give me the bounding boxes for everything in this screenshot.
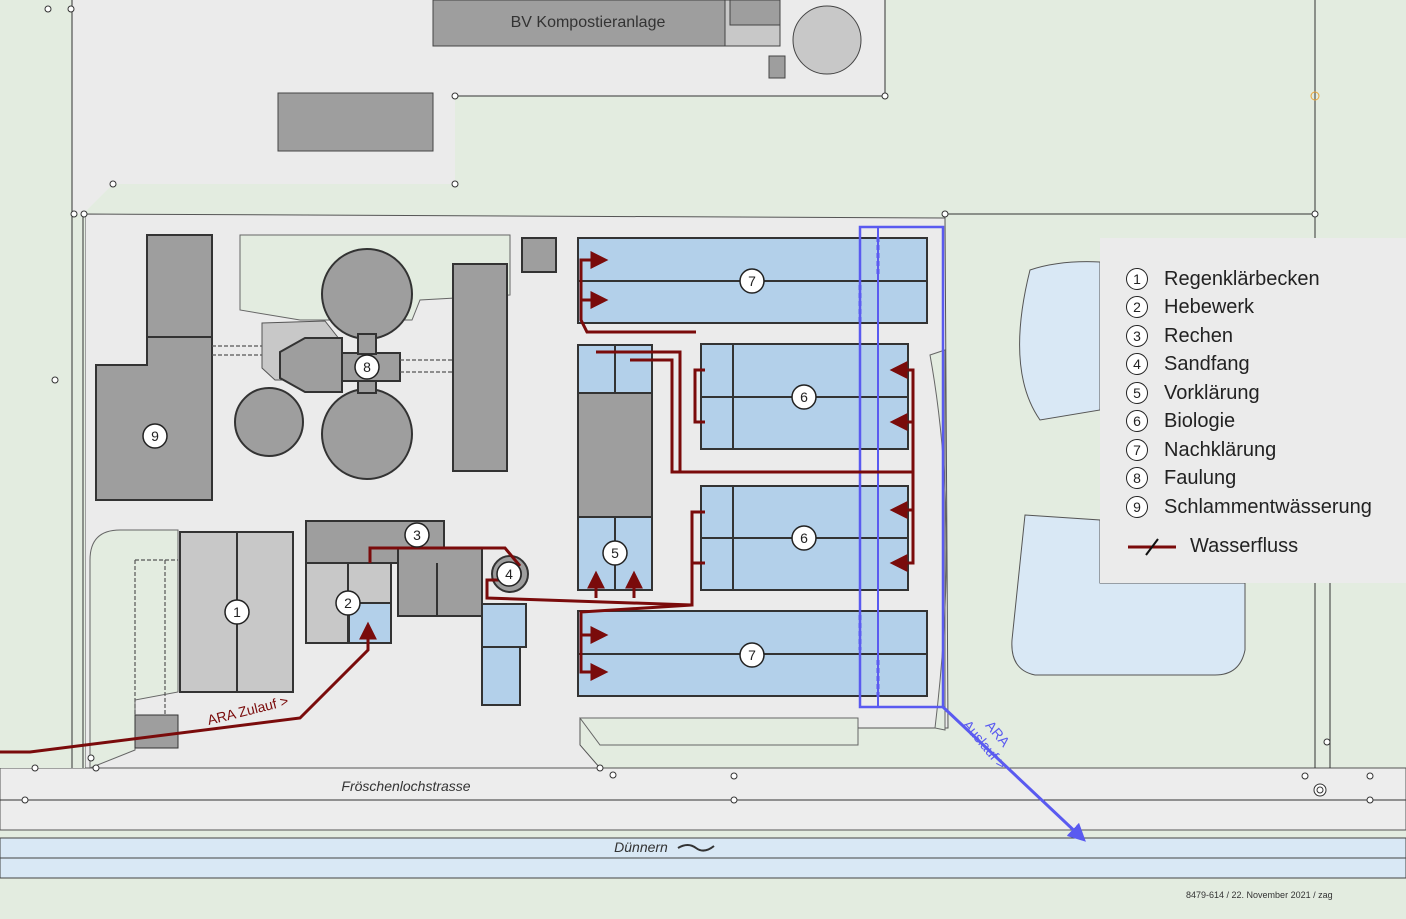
legend-item: 6 Biologie: [1126, 408, 1235, 434]
marker-5: 5: [602, 540, 628, 566]
legend-label: Nachklärung: [1164, 438, 1277, 461]
marker-6: 6: [791, 384, 817, 410]
marker-6: 6: [791, 525, 817, 551]
marker-7: 7: [739, 642, 765, 668]
marker-number: 7: [748, 273, 756, 289]
legend-flow-label: Wasserfluss: [1190, 535, 1299, 557]
legend-label: Rechen: [1164, 324, 1233, 347]
marker-number: 2: [344, 595, 352, 611]
legend-item: 3 Rechen: [1126, 323, 1233, 349]
marker-9: 9: [142, 423, 168, 449]
legend-label: Hebewerk: [1164, 295, 1255, 318]
marker-number: 5: [611, 545, 619, 561]
legend-number: 1: [1126, 268, 1148, 290]
process-flow: [0, 251, 915, 754]
marker-number: 8: [363, 359, 371, 375]
river-label: Dünnern: [614, 839, 668, 855]
legend-number: 3: [1126, 325, 1148, 347]
marker-8: 8: [354, 354, 380, 380]
marker-number: 6: [800, 389, 808, 405]
legend-item: 8 Faulung: [1126, 465, 1236, 491]
legend-number: 9: [1126, 496, 1148, 518]
legend-label: Regenklärbecken: [1164, 267, 1320, 290]
survey-points: [21, 5, 1374, 804]
legend-item: 4 Sandfang: [1126, 351, 1250, 377]
pond-upper: [1019, 261, 1101, 421]
sludge-dewatering-building: [95, 234, 213, 501]
compost-building: [432, 0, 726, 47]
marker-2: 2: [335, 590, 361, 616]
river-flow-icon: [677, 844, 715, 852]
legend-number: 4: [1126, 353, 1148, 375]
legend-label: Vorklärung: [1164, 381, 1260, 404]
legend-number: 5: [1126, 382, 1148, 404]
marker-number: 9: [151, 428, 159, 444]
legend-item: 7 Nachklärung: [1126, 437, 1276, 463]
pond-lower: [1011, 514, 1246, 676]
marker-number: 7: [748, 647, 756, 663]
legend-number: 6: [1126, 410, 1148, 432]
marker-7: 7: [739, 268, 765, 294]
legend-label: Faulung: [1164, 466, 1237, 489]
legend-number: 2: [1126, 296, 1148, 318]
legend-item: 1 Regenklärbecken: [1126, 266, 1320, 292]
legend-item: 2 Hebewerk: [1126, 294, 1254, 320]
marker-1: 1: [224, 599, 250, 625]
digester-group: [234, 237, 557, 480]
legend-panel: 1 Regenklärbecken 2 Hebewerk 3 Rechen 4 Sand…: [1100, 238, 1406, 583]
legend-flow-item: Wasserfluss: [1128, 535, 1298, 558]
legend-number: 8: [1126, 467, 1148, 489]
marker-number: 1: [233, 604, 241, 620]
number-markers: 9 8 1 2 3 4 5 6 6 7 7: [142, 268, 817, 668]
legend-item: 5 Vorklärung: [1126, 380, 1260, 406]
footer-note: 8479-614 / 22. November 2021 / zag: [1186, 890, 1333, 900]
compost-hall: [277, 92, 434, 152]
marker-number: 6: [800, 530, 808, 546]
pipe-connectors: [134, 345, 453, 715]
legend-label: Sandfang: [1164, 352, 1250, 375]
flow-line-icon: [1128, 537, 1176, 556]
street-label: Fröschenlochstrasse: [341, 778, 470, 794]
marker-4: 4: [496, 561, 522, 587]
legend-item: 9 Schlammentwässerung: [1126, 494, 1372, 520]
marker-number: 4: [505, 566, 513, 582]
legend-label: Biologie: [1164, 409, 1236, 432]
compost-label: BV Kompostieranlage: [511, 14, 666, 31]
outflow-line: [858, 225, 1086, 842]
compost-silo: [792, 5, 862, 75]
legend-number: 7: [1126, 439, 1148, 461]
legend-label: Schlammentwässerung: [1164, 495, 1372, 518]
marker-number: 3: [413, 527, 421, 543]
marker-3: 3: [404, 522, 430, 548]
